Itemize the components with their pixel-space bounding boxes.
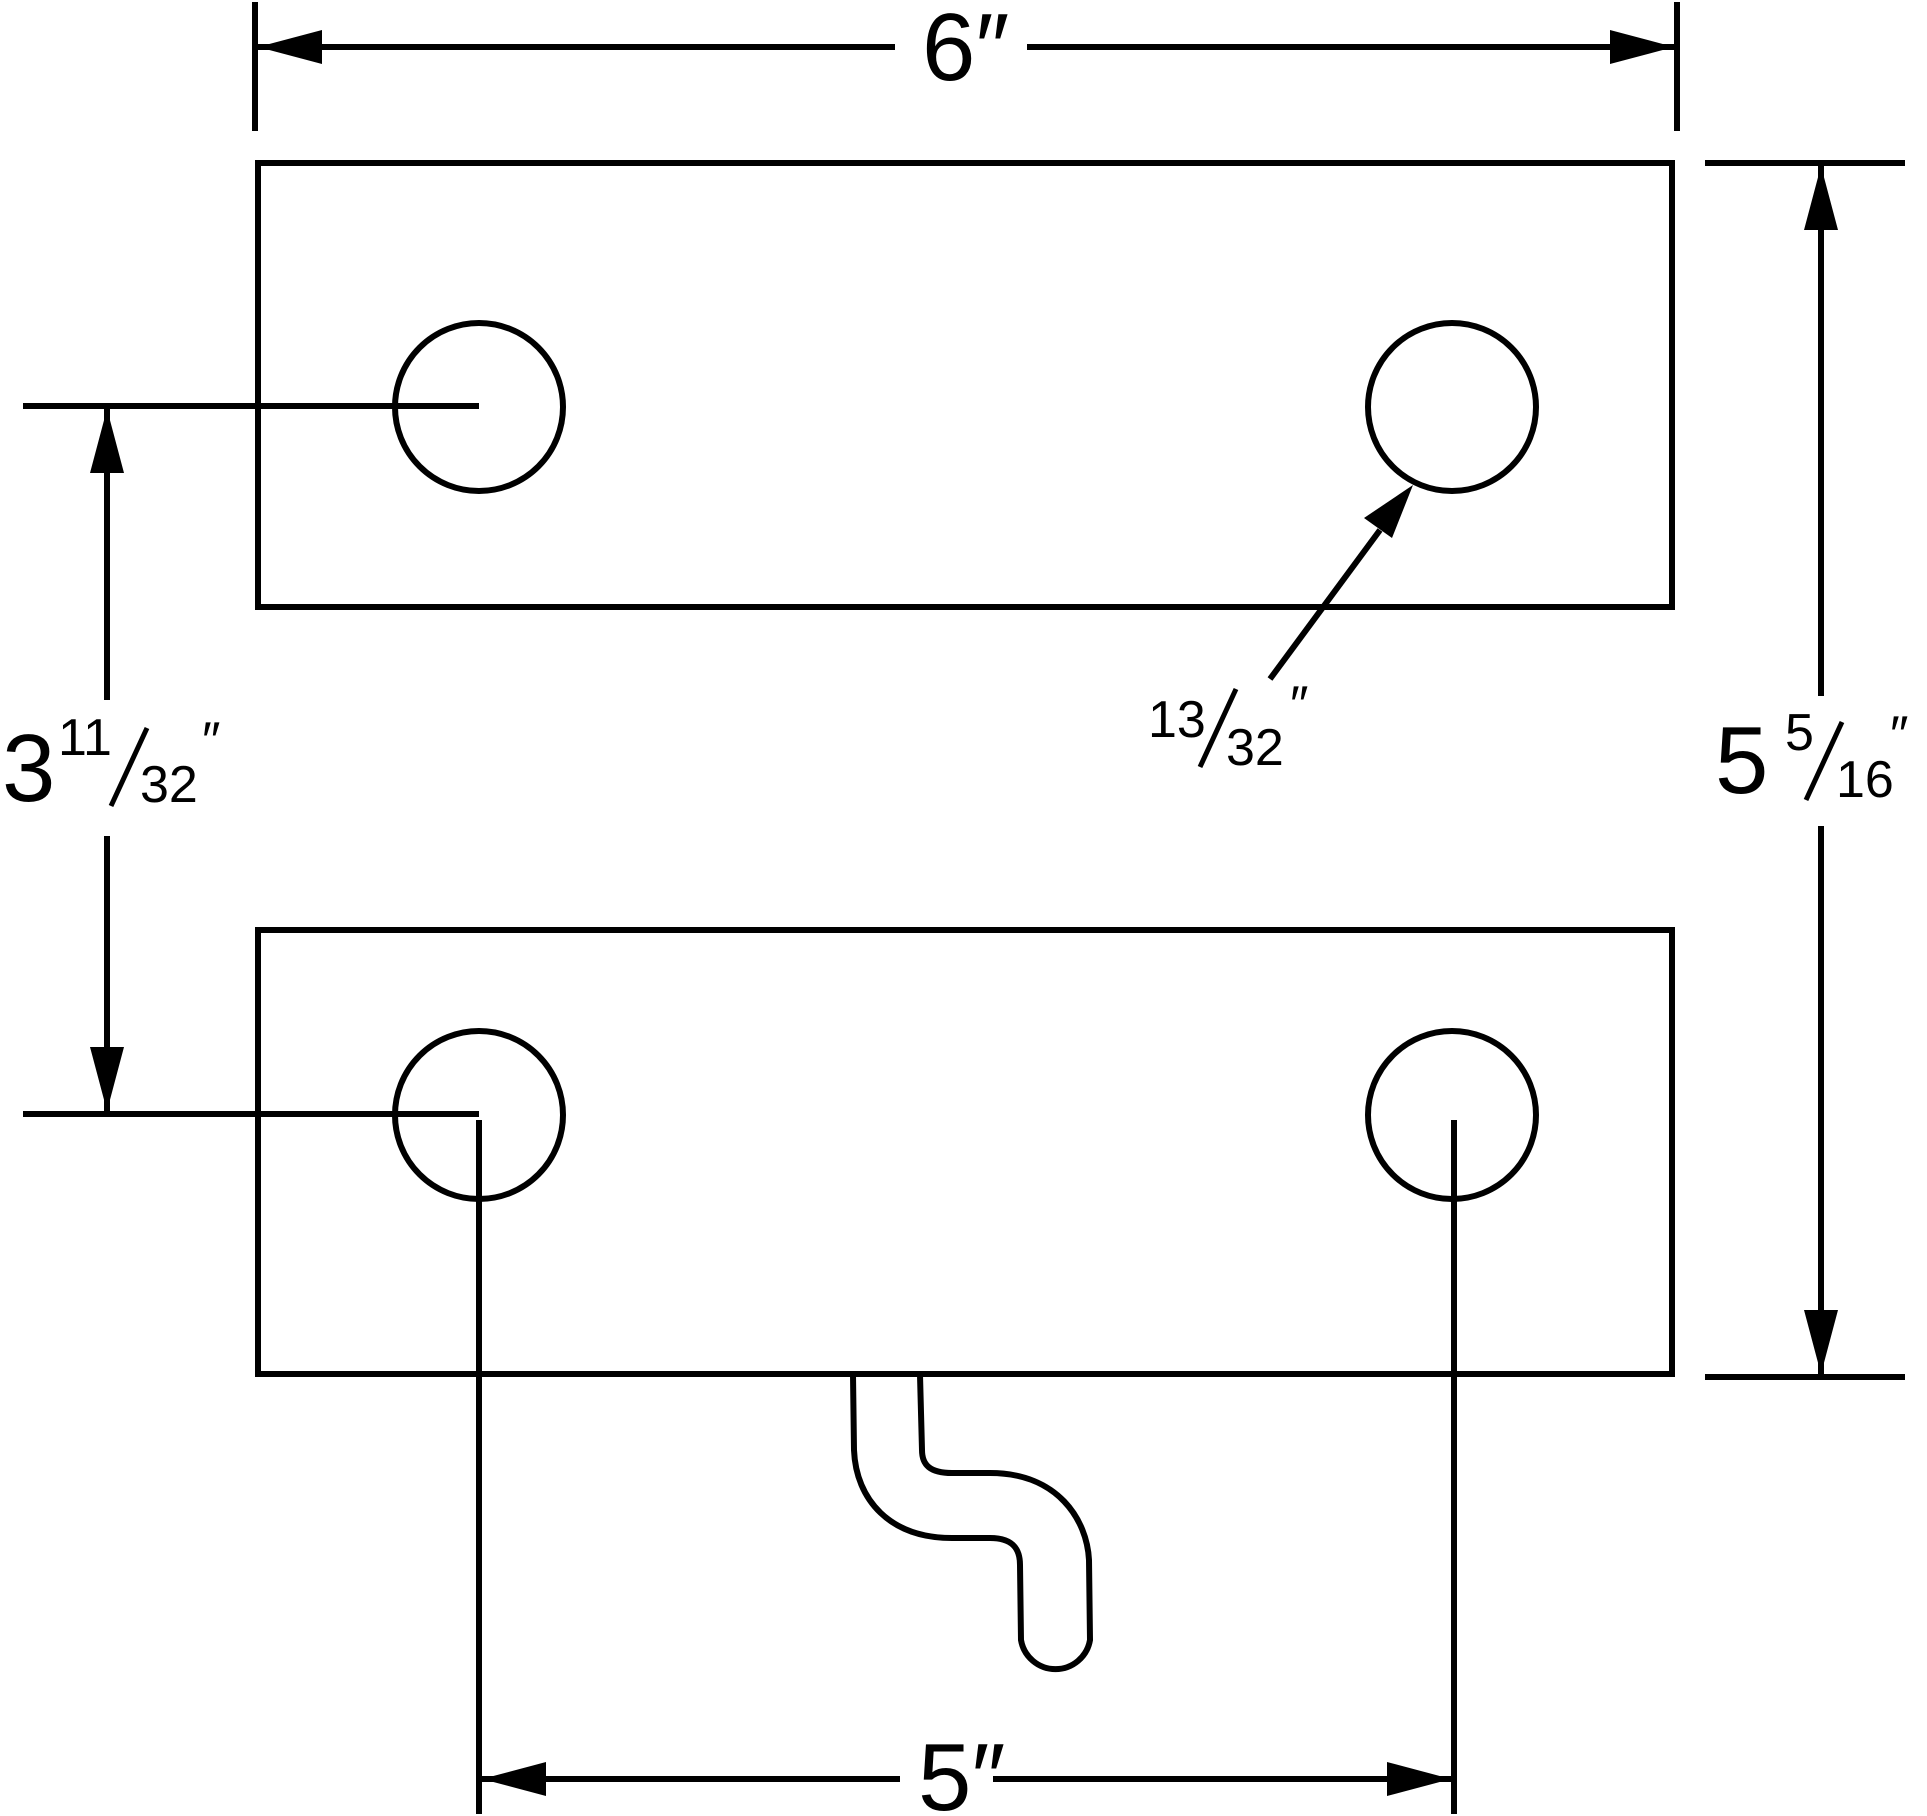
width-unit: ″ (975, 0, 1009, 101)
diameter-leader-line (1267, 528, 1383, 681)
vspacing-whole-text: 3 (2, 715, 55, 822)
height-unit-text: ″ (1890, 706, 1908, 764)
height-arrow-top (1804, 166, 1838, 230)
bottom-plate (255, 927, 1675, 1673)
hole-spacing-dimension: 5″ (476, 1120, 1457, 1816)
height-whole-text: 5 (1715, 707, 1768, 814)
diameter-fraction-slash (1197, 687, 1239, 769)
vspacing-denominator-text: 32 (140, 756, 198, 814)
width-arrow-left (258, 30, 322, 64)
width-value-text: 6″ (922, 0, 1009, 101)
spacing-whole: 5 (918, 1724, 971, 1816)
width-whole: 6 (922, 0, 975, 101)
diameter-numerator-text: 13 (1148, 691, 1206, 749)
height-denominator-text: 16 (1836, 751, 1894, 809)
height-numerator-text: 5 (1785, 704, 1814, 762)
spacing-arrow-right (1387, 1762, 1451, 1796)
vspacing-arrow-bottom (90, 1047, 124, 1111)
bottom-plate-outline (255, 927, 1675, 1377)
diameter-unit-text: ″ (1290, 676, 1308, 734)
diameter-denominator-text: 32 (1226, 719, 1284, 777)
height-fraction-slash (1803, 720, 1845, 802)
vspacing-numerator-text: 11 (58, 709, 112, 767)
vspacing-unit-text: ″ (202, 712, 220, 770)
spacing-value-text: 5″ (918, 1724, 1005, 1816)
vspacing-arrow-top (90, 409, 124, 473)
top-right-hole (1365, 320, 1539, 494)
top-plate (255, 160, 1675, 610)
s-hook (850, 1374, 1094, 1673)
overall-width-dimension: 6″ (252, 0, 1680, 131)
spacing-arrow-left (482, 1762, 546, 1796)
vspacing-fraction-slash (108, 726, 150, 808)
overall-height-dimension: 5 5 16 ″ (1705, 160, 1908, 1380)
hole-diameter-callout: 13 32 ″ (1148, 485, 1413, 777)
spacing-unit: ″ (971, 1724, 1005, 1816)
top-plate-outline (255, 160, 1675, 610)
height-arrow-bottom (1804, 1310, 1838, 1374)
width-arrow-right (1610, 30, 1674, 64)
diameter-arrow (1364, 485, 1413, 538)
hole-vertical-spacing-dimension: 3 11 32 ″ (2, 403, 479, 1117)
